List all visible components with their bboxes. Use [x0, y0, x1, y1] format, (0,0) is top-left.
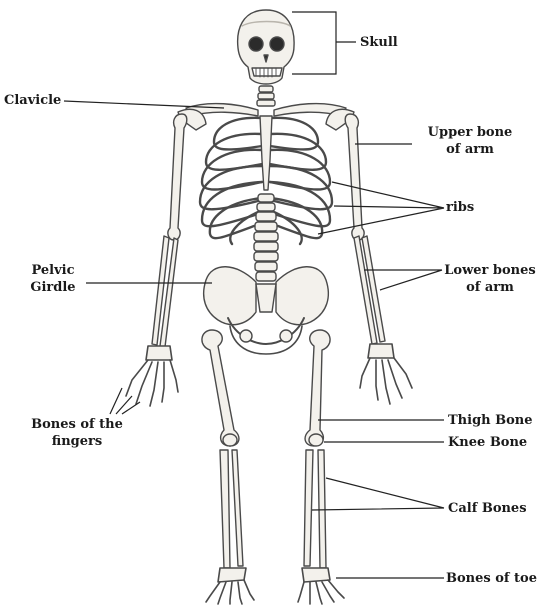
- skull-bone: [238, 10, 294, 84]
- left-arm: [152, 114, 187, 347]
- label-bones-of-the-fingers-line2: fingers: [18, 433, 136, 450]
- right-hand: [360, 344, 412, 404]
- label-bones-of-the-fingers: Bones of the fingers: [18, 416, 136, 450]
- calf-leader: [312, 478, 444, 510]
- label-lower-bones-of-arm-line2: of arm: [438, 279, 542, 296]
- skull-bracket: [292, 12, 356, 74]
- right-arm: [345, 114, 385, 344]
- label-ribs: ribs: [446, 199, 474, 216]
- label-upper-bone-of-arm: Upper bone of arm: [412, 124, 528, 158]
- ribs-leader: [318, 182, 444, 234]
- label-calf-bones: Calf Bones: [448, 500, 527, 517]
- left-leg: [202, 330, 243, 568]
- right-leg: [304, 330, 330, 568]
- label-pelvic-girdle-line1: Pelvic: [22, 262, 84, 279]
- left-foot: [206, 568, 254, 604]
- label-clavicle: Clavicle: [4, 92, 61, 109]
- label-thigh-bone: Thigh Bone: [448, 412, 533, 429]
- label-lower-bones-of-arm: Lower bones of arm: [438, 262, 542, 296]
- label-bones-of-toe: Bones of toe: [446, 570, 537, 587]
- label-pelvic-girdle: Pelvic Girdle: [22, 262, 84, 296]
- sternum: [260, 116, 272, 190]
- label-pelvic-girdle-line2: Girdle: [22, 279, 84, 296]
- left-hand: [126, 346, 178, 406]
- label-lower-bones-of-arm-line1: Lower bones: [438, 262, 542, 279]
- label-upper-bone-of-arm-line2: of arm: [412, 141, 528, 158]
- cervical-vertebrae: [257, 86, 275, 106]
- spine: [254, 194, 278, 281]
- fingers-leader: [110, 388, 140, 414]
- label-bones-of-the-fingers-line1: Bones of the: [18, 416, 136, 433]
- label-knee-bone: Knee Bone: [448, 434, 527, 451]
- label-skull: Skull: [360, 34, 398, 51]
- right-foot: [298, 568, 344, 604]
- label-upper-bone-of-arm-line1: Upper bone: [412, 124, 528, 141]
